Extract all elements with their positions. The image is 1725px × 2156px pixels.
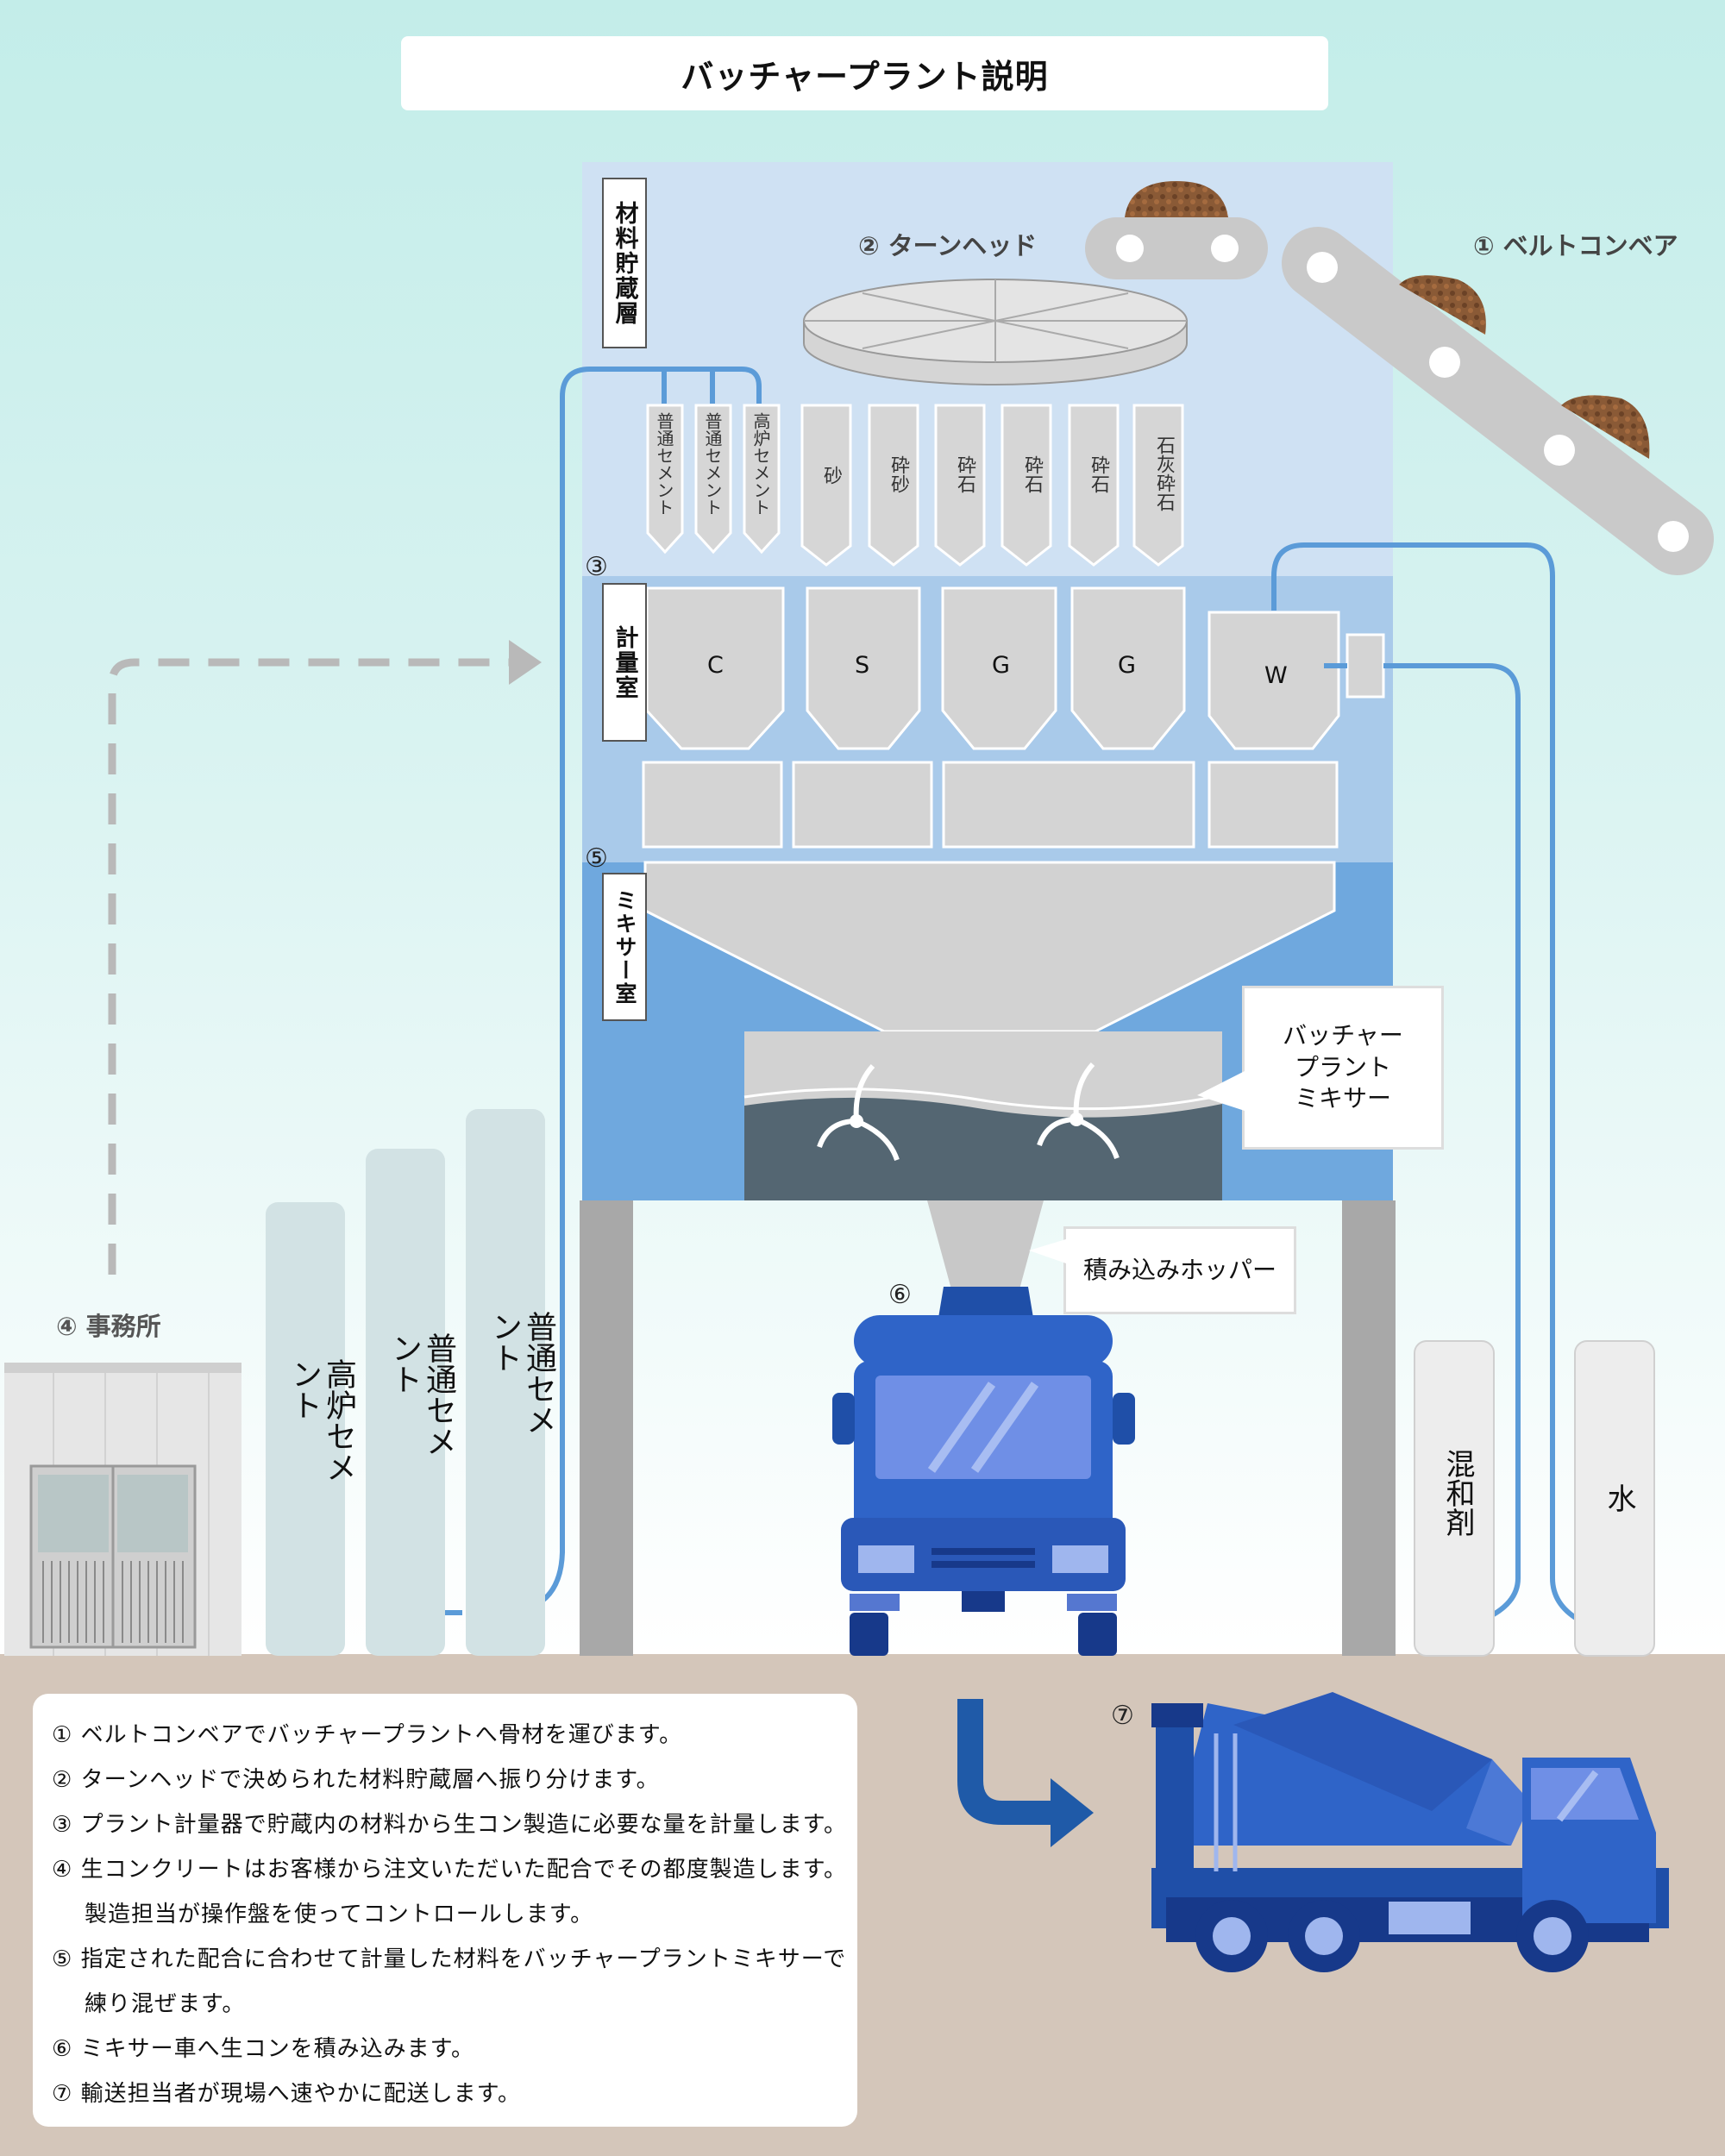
- step-6-marker: ⑥: [888, 1280, 912, 1310]
- process-description: ① ベルトコンベアでバッチャープラントへ骨材を運びます。 ② ターンヘッドで決め…: [33, 1694, 857, 2127]
- turn-head-label: ② ターンヘッド: [858, 231, 1038, 260]
- mixer-callout-pointer: [1197, 1071, 1245, 1111]
- step-item: ④ 生コンクリートはお客様から注文いただいた配合でその都度製造します。: [52, 1857, 847, 1883]
- step-3-marker: ③: [585, 552, 608, 582]
- bin-label: 普通セメント: [702, 412, 723, 516]
- silo-label: 普通セメント: [386, 1332, 456, 1457]
- loading-hopper: [927, 1200, 1044, 1289]
- side-mixer-truck: [1151, 1692, 1669, 1972]
- silo-label: 高炉セメント: [286, 1358, 356, 1482]
- weigh-hoppers: [642, 586, 1385, 849]
- step-item: ③ プラント計量器で貯蔵内の材料から生コン製造に必要な量を計量します。: [52, 1812, 847, 1838]
- office-control-arrow: [108, 640, 542, 1275]
- bin-label: 普通セメント: [654, 412, 674, 516]
- bin-label: 砂: [820, 466, 842, 485]
- weigh-hopper-label: S: [855, 652, 870, 679]
- bin-label: 高炉セメント: [750, 412, 771, 516]
- weighing-room-label: 計量室: [602, 583, 647, 742]
- bin-label: 砕砂: [888, 455, 909, 493]
- cement-silos: [266, 1109, 545, 1656]
- storage-bins: [646, 404, 1184, 567]
- weigh-hopper-label: G: [992, 652, 1010, 679]
- hopper-callout-pointer: [1029, 1238, 1069, 1264]
- office-building: [4, 1363, 242, 1656]
- plant-leg-left: [580, 1200, 633, 1656]
- tank-label: 水: [1602, 1483, 1636, 1513]
- storage-bin: [1068, 404, 1120, 567]
- office-label: ④ 事務所: [56, 1312, 161, 1341]
- mixer-room-label: ミキサー室: [602, 873, 647, 1021]
- turn-head: [803, 279, 1188, 385]
- silo-label: 普通セメント: [486, 1311, 556, 1435]
- storage-bin: [868, 404, 919, 567]
- belt-conveyor: [1085, 181, 1714, 575]
- storage-bin: [1132, 404, 1184, 567]
- weigh-hopper-label: C: [707, 652, 724, 679]
- step-5-marker: ⑤: [585, 843, 608, 874]
- bin-label: 砕石: [1088, 455, 1109, 493]
- step-7-marker: ⑦: [1111, 1701, 1134, 1731]
- bin-label: 砕石: [1021, 455, 1043, 493]
- step-item: ① ベルトコンベアでバッチャープラントへ骨材を運びます。: [52, 1722, 683, 1748]
- tanks: [1414, 1340, 1655, 1657]
- step-item: 製造担当が操作盤を使ってコントロールします。: [85, 1902, 594, 1927]
- bin-label: 砕石: [954, 455, 975, 493]
- step-item: ⑤ 指定された配合に合わせて計量した材料をバッチャープラントミキサーで: [52, 1946, 847, 1972]
- step-item: ⑥ ミキサー車へ生コンを積み込みます。: [52, 2036, 474, 2062]
- storage-layer-label: 材料貯蔵層: [602, 178, 647, 348]
- plant-leg-right: [1342, 1200, 1396, 1656]
- front-mixer-truck: [832, 1287, 1135, 1656]
- bin-label: 石灰砕石: [1153, 436, 1175, 511]
- weigh-hopper-label: W: [1264, 662, 1288, 689]
- step-item: 練り混ぜます。: [85, 1991, 246, 2017]
- delivery-arrow: [957, 1699, 1094, 1847]
- step-item: ② ターンヘッドで決められた材料貯蔵層へ振り分けます。: [52, 1767, 660, 1793]
- storage-bin: [694, 404, 732, 555]
- hopper-callout: 積み込みホッパー: [1063, 1226, 1296, 1314]
- storage-bin: [800, 404, 852, 567]
- storage-bin: [646, 404, 684, 555]
- storage-bin: [1000, 404, 1052, 567]
- mixer-callout: バッチャー プラント ミキサー: [1242, 986, 1444, 1150]
- step-item: ⑦ 輸送担当者が現場へ速やかに配送します。: [52, 2081, 521, 2107]
- batcher-plant-mixer: [643, 861, 1336, 1200]
- tank-label: 混和剤: [1440, 1449, 1475, 1537]
- weigh-hopper-label: G: [1118, 652, 1136, 679]
- storage-bin: [934, 404, 986, 567]
- storage-bin: [743, 404, 781, 555]
- page-title: バッチャープラント説明: [401, 36, 1328, 110]
- belt-conveyor-label: ① ベルトコンベア: [1473, 231, 1678, 260]
